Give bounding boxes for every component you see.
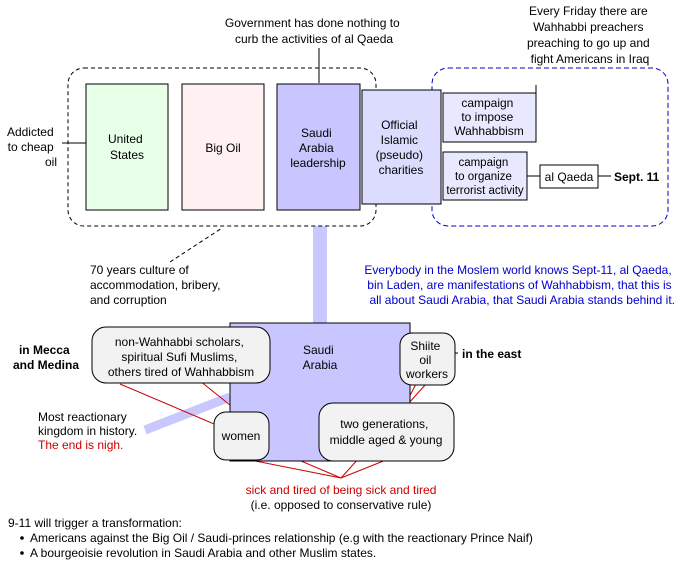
mecca-medina-label: in Mecca and Medina — [13, 343, 79, 372]
sick-and-tired-note: sick and tired of being sick and tired — [246, 483, 437, 497]
campaign-impose-box — [442, 92, 537, 143]
campaign-impose-label: campaign to impose Wahhabbism — [454, 96, 524, 138]
east-label: in the east — [462, 347, 521, 361]
culture-pointer-line — [169, 227, 223, 263]
moslem-world-note: Everybody in the Moslem world knows Sept… — [364, 263, 675, 307]
saudi-leadership-label: Saudi Arabia leadership — [290, 126, 346, 170]
al-qaeda-box — [539, 164, 599, 189]
transformation-intro: 9-11 will trigger a transformation: — [8, 516, 182, 530]
end-is-nigh-note: The end is nigh. — [38, 438, 123, 452]
women-label: women — [221, 429, 261, 443]
government-note: Government has done nothing to curb the … — [225, 16, 403, 46]
reactionary-pointer — [143, 392, 232, 435]
campaign-organize-box — [442, 151, 528, 201]
western-saudi-group-outline — [67, 67, 377, 227]
united-states-box — [85, 83, 169, 211]
transformation-bullet-1: Americans against the Big Oil / Saudi-pr… — [30, 531, 533, 545]
al-qaeda-label: al Qaeda — [545, 170, 594, 184]
culture-note: 70 years culture of accommodation, bribe… — [90, 263, 224, 307]
charities-box — [361, 89, 442, 205]
generations-bubble — [318, 402, 455, 462]
generations-label: two generations, middle aged & young — [330, 417, 443, 447]
big-oil-box — [181, 83, 265, 211]
big-oil-label: Big Oil — [205, 141, 240, 155]
opposed-conservative-note: (i.e. opposed to conservative rule) — [251, 498, 432, 512]
transformation-bullet-2: A bourgeoisie revolution in Saudi Arabia… — [30, 546, 376, 560]
campaign-organize-label: campaign to organize terrorist activity — [446, 157, 524, 197]
shiite-label: Shiite oil workers — [405, 339, 448, 381]
shiite-bubble — [399, 332, 456, 386]
women-bubble — [213, 411, 270, 461]
scholars-bubble — [91, 326, 271, 384]
charities-label: Official Islamic (pseudo) charities — [376, 118, 427, 177]
saudi-leadership-box — [276, 83, 361, 211]
reactionary-note: Most reactionary kingdom in history. — [38, 410, 137, 438]
bullet-dot — [20, 551, 24, 555]
sept11-label: Sept. 11 — [614, 170, 660, 184]
saudi-arabia-label: Saudi Arabia — [303, 343, 338, 372]
bullet-dot — [20, 536, 24, 540]
wahhabbism-group-outline — [431, 67, 669, 227]
scholars-label: non-Wahhabbi scholars, spiritual Sufi Mu… — [108, 335, 254, 379]
generations-sick-red-line — [340, 459, 387, 479]
united-states-label: United States — [108, 132, 146, 162]
addicted-note: Addicted to cheap oil — [7, 125, 57, 169]
friday-note: Every Friday there are Wahhabbi preacher… — [527, 4, 653, 66]
